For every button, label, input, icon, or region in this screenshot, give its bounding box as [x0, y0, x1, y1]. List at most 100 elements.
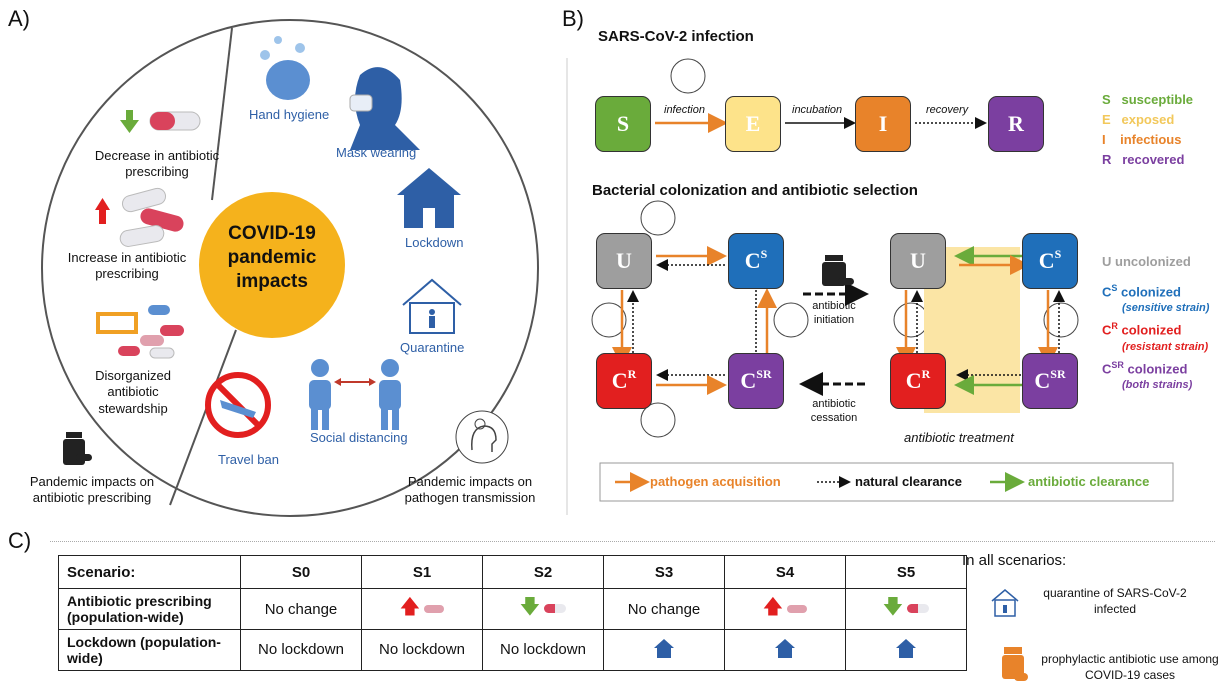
title-bacterial: Bacterial colonization and antibiotic se…: [592, 182, 918, 199]
scenario-table: Scenario: S0 S1 S2 S3 S4 S5 Antibiotic p…: [58, 555, 967, 671]
center-line-3: impacts: [236, 270, 308, 292]
center-title: COVID-19 pandemic impacts: [200, 222, 344, 293]
travel-label: Travel ban: [218, 452, 279, 467]
center-line-1: COVID-19: [228, 223, 316, 244]
antibiotic-initiation-label: antibiotic initiation: [812, 300, 856, 326]
house-icon: [896, 639, 916, 658]
cell-s3-abx: No change: [603, 588, 725, 630]
cell-s1-abx: 🡅: [361, 588, 483, 630]
legend-csr: CSR colonized: [1102, 359, 1188, 377]
panel-c-letter: C): [8, 528, 32, 553]
legend-s: S susceptible: [1102, 92, 1194, 107]
pill-icon: [544, 604, 567, 613]
quarantine-house-icon: [991, 589, 1019, 617]
prophylactic-bottle-icon: [1002, 647, 1028, 681]
virus-head-icon: [455, 410, 509, 464]
cell-s5-lock: [845, 629, 967, 671]
hand-hygiene-icon: [260, 36, 310, 100]
infection-label: infection: [664, 104, 705, 116]
legend-cs: CS colonized: [1102, 282, 1181, 300]
legend-csr-sub: (both strains): [1122, 379, 1193, 392]
legend-i: I infectious: [1102, 132, 1182, 147]
cell-s0-abx: No change: [240, 588, 362, 630]
center-line-2: pandemic: [227, 246, 317, 268]
caption-right: Pandemic impacts on pathogen transmissio…: [404, 474, 536, 506]
social-distancing-icon: [309, 359, 401, 430]
legend-cs-sub: (sensitive strain): [1122, 302, 1210, 315]
panel-a-graphics: [41, 19, 539, 517]
cell-s3-lock: [603, 629, 725, 671]
travel-ban-icon: [205, 372, 271, 438]
down-arrow-icon: [120, 110, 139, 133]
incubation-label: incubation: [792, 104, 843, 116]
pills-icon: [424, 605, 445, 613]
cell-s1-lock: No lockdown: [361, 629, 483, 671]
pills-icon: [787, 605, 808, 613]
house-icon: [775, 639, 795, 658]
lockdown-house-icon: [397, 168, 461, 228]
pills-icon: [119, 187, 184, 247]
box-e: E: [725, 96, 781, 152]
decrease-label: Decrease in antibiotic prescribing: [94, 148, 220, 180]
legend-natural: natural clearance: [855, 474, 962, 489]
antibiotic-treatment-label: antibiotic treatment: [904, 430, 1014, 445]
scattered-pills-icon: [118, 305, 184, 359]
house-icon: [654, 639, 674, 658]
cell-s0-lock: No lockdown: [240, 629, 362, 671]
hand-hygiene-label: Hand hygiene: [249, 107, 330, 122]
quarantine-label: Quarantine: [400, 340, 465, 355]
quarantine-note: quarantine of SARS-CoV-2 infected: [1043, 586, 1187, 616]
cell-s5-abx: 🡇: [845, 588, 967, 630]
panel-b-letter: B): [562, 6, 584, 31]
prophylactic-note: prophylactic antibiotic use among COVID-…: [1041, 652, 1219, 682]
row-lockdown-label: Lockdown (population-wide): [58, 629, 241, 671]
colonization-legend: U uncolonized CS colonized (sensitive st…: [1102, 254, 1209, 392]
quarantine-house-icon: [402, 278, 462, 334]
cell-s4-abx: 🡅: [724, 588, 846, 630]
col-s1: S1: [361, 555, 483, 589]
box-u-left: U: [596, 233, 652, 289]
scenario-header: Scenario:: [58, 555, 241, 589]
table-row: Scenario: S0 S1 S2 S3 S4 S5: [58, 555, 967, 589]
legend-antibiotic-clearance: antibiotic clearance: [1028, 474, 1150, 489]
legend-r: R recovered: [1102, 152, 1185, 167]
up-arrow-icon: 🡅: [399, 596, 421, 618]
box-u-right: U: [890, 233, 946, 289]
pill-icon: [149, 111, 201, 131]
all-scenarios-title: In all scenarios:: [962, 552, 1067, 569]
down-arrow-icon: 🡇: [519, 596, 541, 618]
cell-s4-lock: [724, 629, 846, 671]
down-arrow-icon: 🡇: [882, 596, 904, 618]
up-arrow-icon: 🡅: [762, 596, 784, 618]
lockdown-label: Lockdown: [405, 235, 464, 250]
col-s2: S2: [482, 555, 604, 589]
panel-c-divider: [50, 541, 1215, 542]
col-s3: S3: [603, 555, 725, 589]
panel-a-letter: A): [8, 6, 30, 31]
legend-u: U uncolonized: [1102, 254, 1191, 269]
box-i: I: [855, 96, 911, 152]
box-r: R: [988, 96, 1044, 152]
legend-e: E exposed: [1102, 112, 1175, 127]
legend-acquisition: pathogen acquisition: [650, 474, 781, 489]
social-label: Social distancing: [310, 430, 408, 445]
medicine-bottle-icon: [63, 432, 92, 465]
pill-icon: [907, 604, 930, 613]
col-s0: S0: [240, 555, 362, 589]
title-sars: SARS-CoV-2 infection: [598, 28, 754, 45]
up-arrow-icon: [95, 198, 110, 224]
increase-label: Increase in antibiotic prescribing: [67, 250, 187, 282]
box-s: S: [595, 96, 651, 152]
mask-wearing-icon: [349, 67, 420, 150]
table-row: Antibiotic prescribing (population-wide)…: [58, 588, 967, 630]
mask-label: Mask wearing: [336, 145, 417, 160]
row-antibiotic-label: Antibiotic prescribing (population-wide): [58, 588, 241, 630]
legend-cr-sub: (resistant strain): [1122, 340, 1209, 353]
col-s4: S4: [724, 555, 846, 589]
